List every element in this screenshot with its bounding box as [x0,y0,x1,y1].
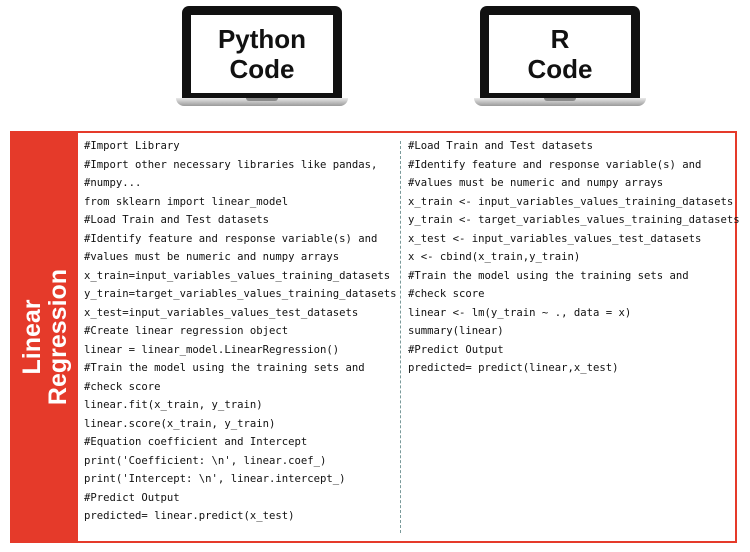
code-line: x_test=input_variables_values_test_datas… [84,306,359,319]
code-line: #Train the model using the training sets… [408,269,689,282]
code-line: linear <- lm(y_train ~ ., data = x) [408,306,632,319]
r-code-block: #Load Train and Test datasets #Identify f… [408,137,740,378]
python-title-line1: Python [217,24,307,54]
code-line: predicted= predict(linear,x_test) [408,362,619,374]
code-line: #Create linear regression object [84,325,289,337]
python-title-line2: Code [229,54,295,84]
sidebar-title: Linear Regression [18,268,72,406]
code-line: linear.fit(x_train, y_train) [84,399,263,411]
code-line: #check score [84,380,161,393]
laptop-screen: R Code [489,15,631,93]
code-line: #Import Library [84,140,180,152]
python-code-block: #Import Library #Import other necessary l… [84,137,397,526]
code-line: #values must be numeric and numpy arrays [408,177,664,189]
code-line: #Train the model using the training sets… [84,362,365,374]
r-laptop-graphic: R Code [474,6,646,108]
code-line: x_train <- input_variables_values_traini… [408,195,734,208]
sidebar-title-line1: Linear [18,299,46,375]
code-line: #Load Train and Test datasets [84,214,269,226]
code-line: x_train=input_variables_values_training_… [84,269,391,282]
r-title-line1: R [550,24,570,54]
code-line: from sklearn import linear_model [84,195,289,208]
code-line: #Load Train and Test datasets [408,140,593,152]
code-line: #check score [408,288,485,300]
column-divider [400,141,401,533]
code-line: #Identify feature and response variable(… [408,158,702,171]
r-title-line2: Code [527,54,593,84]
laptop-screen: Python Code [191,15,333,93]
code-line: #Predict Output [408,343,504,356]
code-line: #Predict Output [84,491,180,504]
code-line: y_train <- target_variables_values_train… [408,214,740,226]
code-line: #numpy... [84,177,142,189]
laptop-lid: R Code [480,6,640,98]
code-line: y_train=target_variables_values_training… [84,288,397,300]
code-line: x_test <- input_variables_values_test_da… [408,232,702,245]
laptop-base [474,98,646,106]
laptop-base [176,98,348,106]
laptop-lid: Python Code [182,6,342,98]
python-laptop-graphic: Python Code [176,6,348,108]
sidebar-title-line2: Regression [44,268,72,406]
code-line: #values must be numeric and numpy arrays [84,251,340,263]
code-line: #Equation coefficient and Intercept [84,436,308,448]
code-comparison-panel: Linear Regression #Import Library#Import… [10,131,740,543]
code-line: linear.score(x_train, y_train) [84,417,276,430]
code-line: print('Coefficient: \n', linear.coef_) [84,454,327,467]
code-line: #Import other necessary libraries like p… [84,158,378,171]
code-line: linear = linear_model.LinearRegression() [84,343,340,356]
code-line: summary(linear) [408,325,504,337]
code-line: predicted= linear.predict(x_test) [84,510,295,522]
code-line: print('Intercept: \n', linear.intercept_… [84,473,346,485]
sidebar-label: Linear Regression [12,133,78,541]
code-line: #Identify feature and response variable(… [84,232,378,245]
code-line: x <- cbind(x_train,y_train) [408,251,581,263]
